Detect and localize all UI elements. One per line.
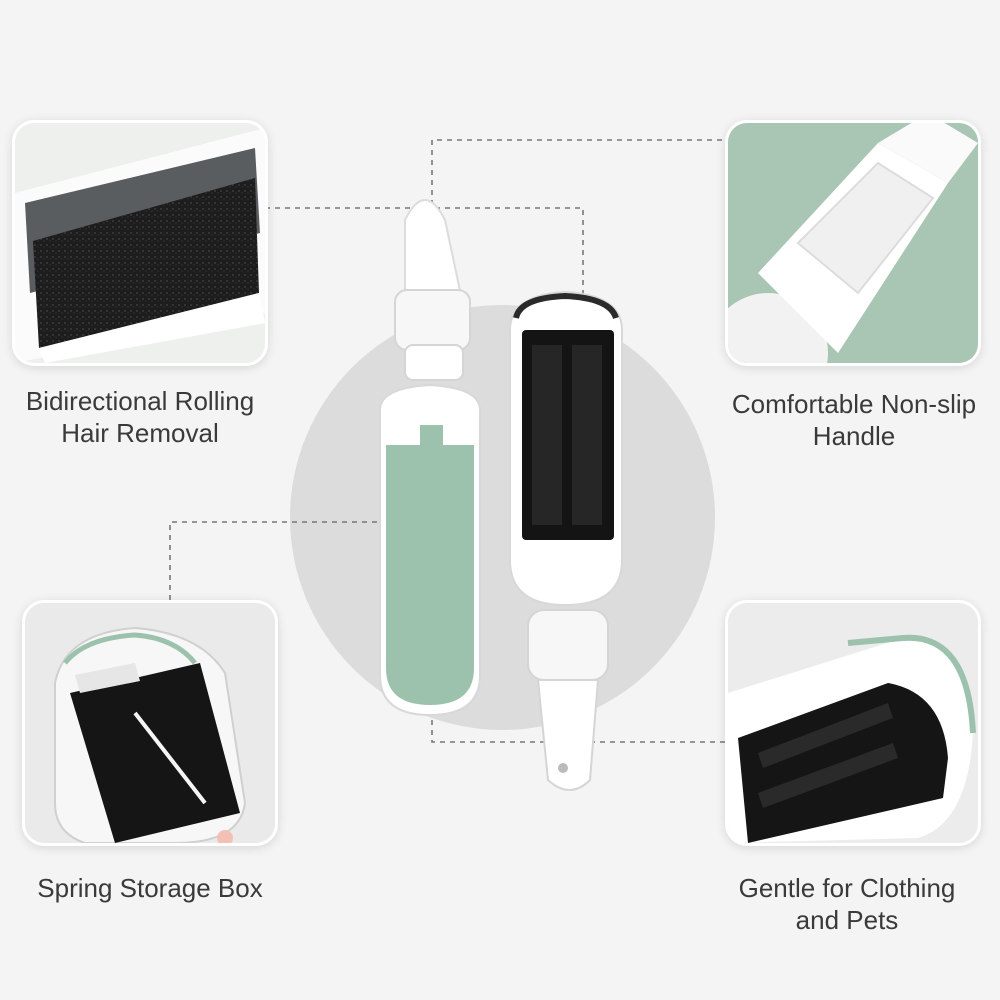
feature-caption-storage: Spring Storage Box [10,872,290,904]
handle-closeup-image [725,120,981,366]
storage-box-closeup-image [22,600,278,846]
caption-line: Hair Removal [61,418,219,448]
caption-line: and Pets [795,905,899,935]
roller-brush-closeup-image [12,120,268,366]
caption-line: Comfortable Non-slip [731,389,977,419]
roller-brush-closeup-icon [15,123,265,363]
feature-caption-gentle: Gentle for Clothing and Pets [712,872,982,936]
brush-head-closeup-image [725,600,981,846]
caption-line: Handle [812,421,896,451]
caption-line: Bidirectional Rolling [25,386,255,416]
storage-box-closeup-icon [25,603,275,843]
brush-head-closeup-icon [728,603,978,843]
feature-caption-rolling: Bidirectional Rolling Hair Removal [0,385,280,449]
caption-line: Spring Storage Box [37,873,263,903]
caption-line: Gentle for Clothing [738,873,956,903]
feature-caption-handle: Comfortable Non-slip Handle [708,388,1000,452]
handle-closeup-icon [728,123,978,363]
